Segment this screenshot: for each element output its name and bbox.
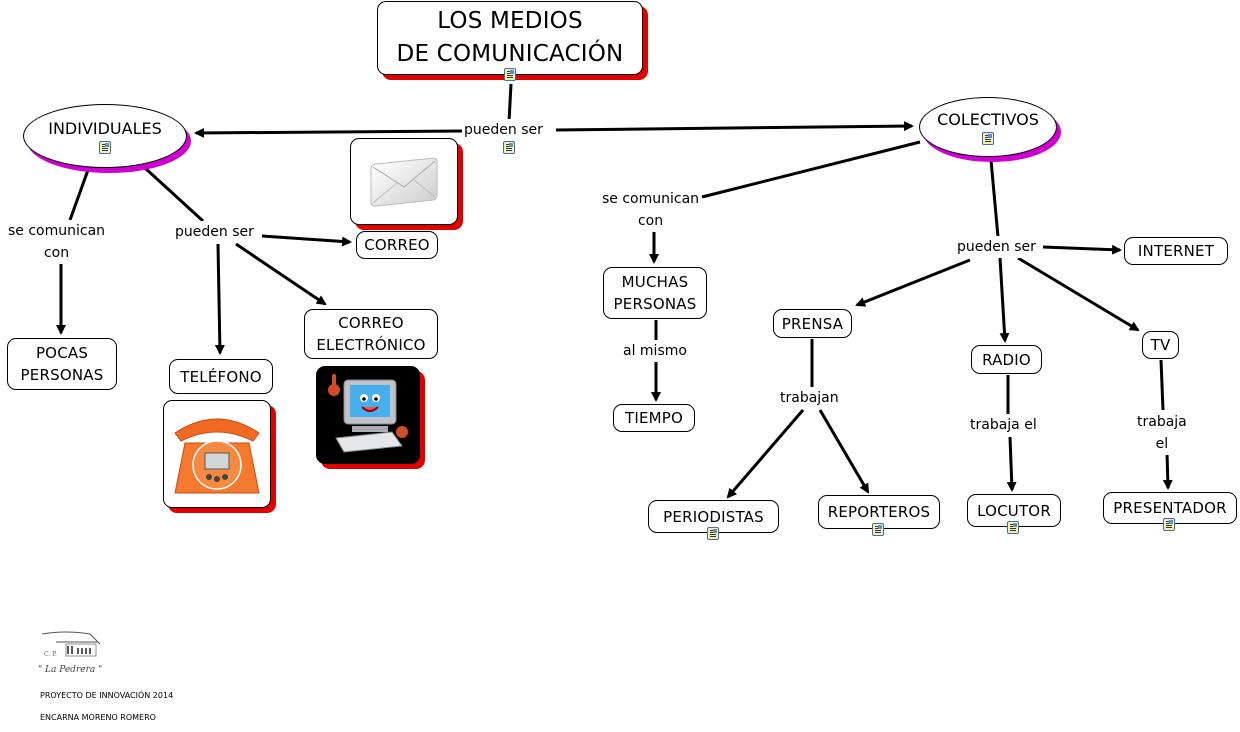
link-label-se-comunican-con-col: se comunican con xyxy=(600,188,702,232)
link-label-se-comunican-con-ind: se comunican con xyxy=(6,220,108,264)
computer-icon xyxy=(328,374,408,453)
link-label-pueden-ser-root: pueden ser xyxy=(462,119,545,141)
link-label-al-mismo: al mismo xyxy=(621,340,689,362)
envelope-icon xyxy=(370,157,438,207)
node-pocas-personas[interactable]: POCAS PERSONAS xyxy=(7,338,117,390)
title-line-1: LOS MEDIOS xyxy=(437,8,583,34)
node-colectivos-label: COLECTIVOS xyxy=(937,109,1039,129)
node-radio[interactable]: RADIO xyxy=(971,345,1042,374)
telephone-icon xyxy=(174,418,260,494)
link-label-trabajan: trabajan xyxy=(778,387,841,409)
resource-icon[interactable] xyxy=(982,131,994,145)
resource-icon[interactable] xyxy=(1163,518,1175,531)
link-label-pueden-ser-col: pueden ser xyxy=(955,236,1038,258)
image-telephone[interactable] xyxy=(163,400,271,508)
node-reporteros[interactable]: REPORTEROS xyxy=(818,495,940,529)
link-root-colectivos xyxy=(555,121,914,132)
node-tiempo[interactable]: TIEMPO xyxy=(613,404,695,432)
link-title-root xyxy=(507,83,513,123)
resource-icon[interactable] xyxy=(503,141,515,154)
resource-icon[interactable] xyxy=(99,140,111,154)
node-individuales-label: INDIVIDUALES xyxy=(48,118,162,138)
logo-cp-text: C. P. xyxy=(44,651,57,658)
image-envelope[interactable] xyxy=(350,138,458,225)
title-node[interactable]: LOS MEDIOS DE COMUNICACIÓN xyxy=(377,1,643,75)
link-tv-trabaja xyxy=(1159,359,1165,411)
link-puedenser-correoe xyxy=(235,242,327,306)
logo-name-text: " La Pedrera " xyxy=(38,665,102,675)
node-muchas-personas[interactable]: MUCHAS PERSONAS xyxy=(603,267,707,319)
link-trabajael-locutor xyxy=(1006,436,1017,492)
resource-icon[interactable] xyxy=(707,527,719,540)
node-presentador[interactable]: PRESENTADOR xyxy=(1103,492,1237,524)
building-icon: C. P. " La Pedrera " xyxy=(38,631,102,675)
footer-author: ENCARNA MORENO ROMERO xyxy=(40,713,156,722)
link-puedenser-correo xyxy=(261,234,352,247)
node-locutor[interactable]: LOCUTOR xyxy=(967,494,1061,527)
node-individuales[interactable]: INDIVIDUALES xyxy=(23,104,187,168)
footer-project: PROYECTO DE INNOVACIÓN 2014 xyxy=(40,691,174,700)
link-label-trabaja-el-radio: trabaja el xyxy=(968,414,1039,436)
link-trabajan-reporteros xyxy=(818,409,870,494)
link-puedenser-telefono xyxy=(214,243,225,355)
resource-icon[interactable] xyxy=(1007,521,1019,534)
node-colectivos[interactable]: COLECTIVOS xyxy=(919,97,1057,157)
link-puedenser-internet xyxy=(1042,244,1122,255)
link-trabaja-presentador xyxy=(1162,451,1173,490)
title-line-2: DE COMUNICACIÓN xyxy=(396,41,624,67)
image-computer[interactable] xyxy=(316,366,420,464)
link-label-pueden-ser-ind: pueden ser xyxy=(173,221,256,243)
resource-icon[interactable] xyxy=(872,523,884,536)
link-puedenser-radio xyxy=(998,257,1010,343)
resource-icon[interactable] xyxy=(504,68,516,81)
link-puedenser-prensa xyxy=(855,258,971,307)
link-ind-secomunican xyxy=(68,169,90,221)
link-col-puedenser xyxy=(989,159,1000,238)
link-ind-puedenser xyxy=(143,166,205,223)
link-puedenser-tv xyxy=(1017,256,1140,332)
node-tv[interactable]: TV xyxy=(1142,331,1179,359)
link-col-secomunican xyxy=(701,140,921,199)
link-trabajan-periodistas xyxy=(726,409,805,499)
link-root-individuales xyxy=(194,127,463,138)
node-telefono[interactable]: TELÉFONO xyxy=(169,359,273,394)
node-prensa[interactable]: PRENSA xyxy=(773,309,852,338)
school-logo: C. P. " La Pedrera " xyxy=(36,628,108,680)
node-correo[interactable]: CORREO xyxy=(356,231,438,259)
node-internet[interactable]: INTERNET xyxy=(1124,237,1228,265)
link-label-trabaja-el-tv: trabaja el xyxy=(1135,411,1189,455)
node-correo-electronico[interactable]: CORREO ELECTRÓNICO xyxy=(304,309,438,359)
